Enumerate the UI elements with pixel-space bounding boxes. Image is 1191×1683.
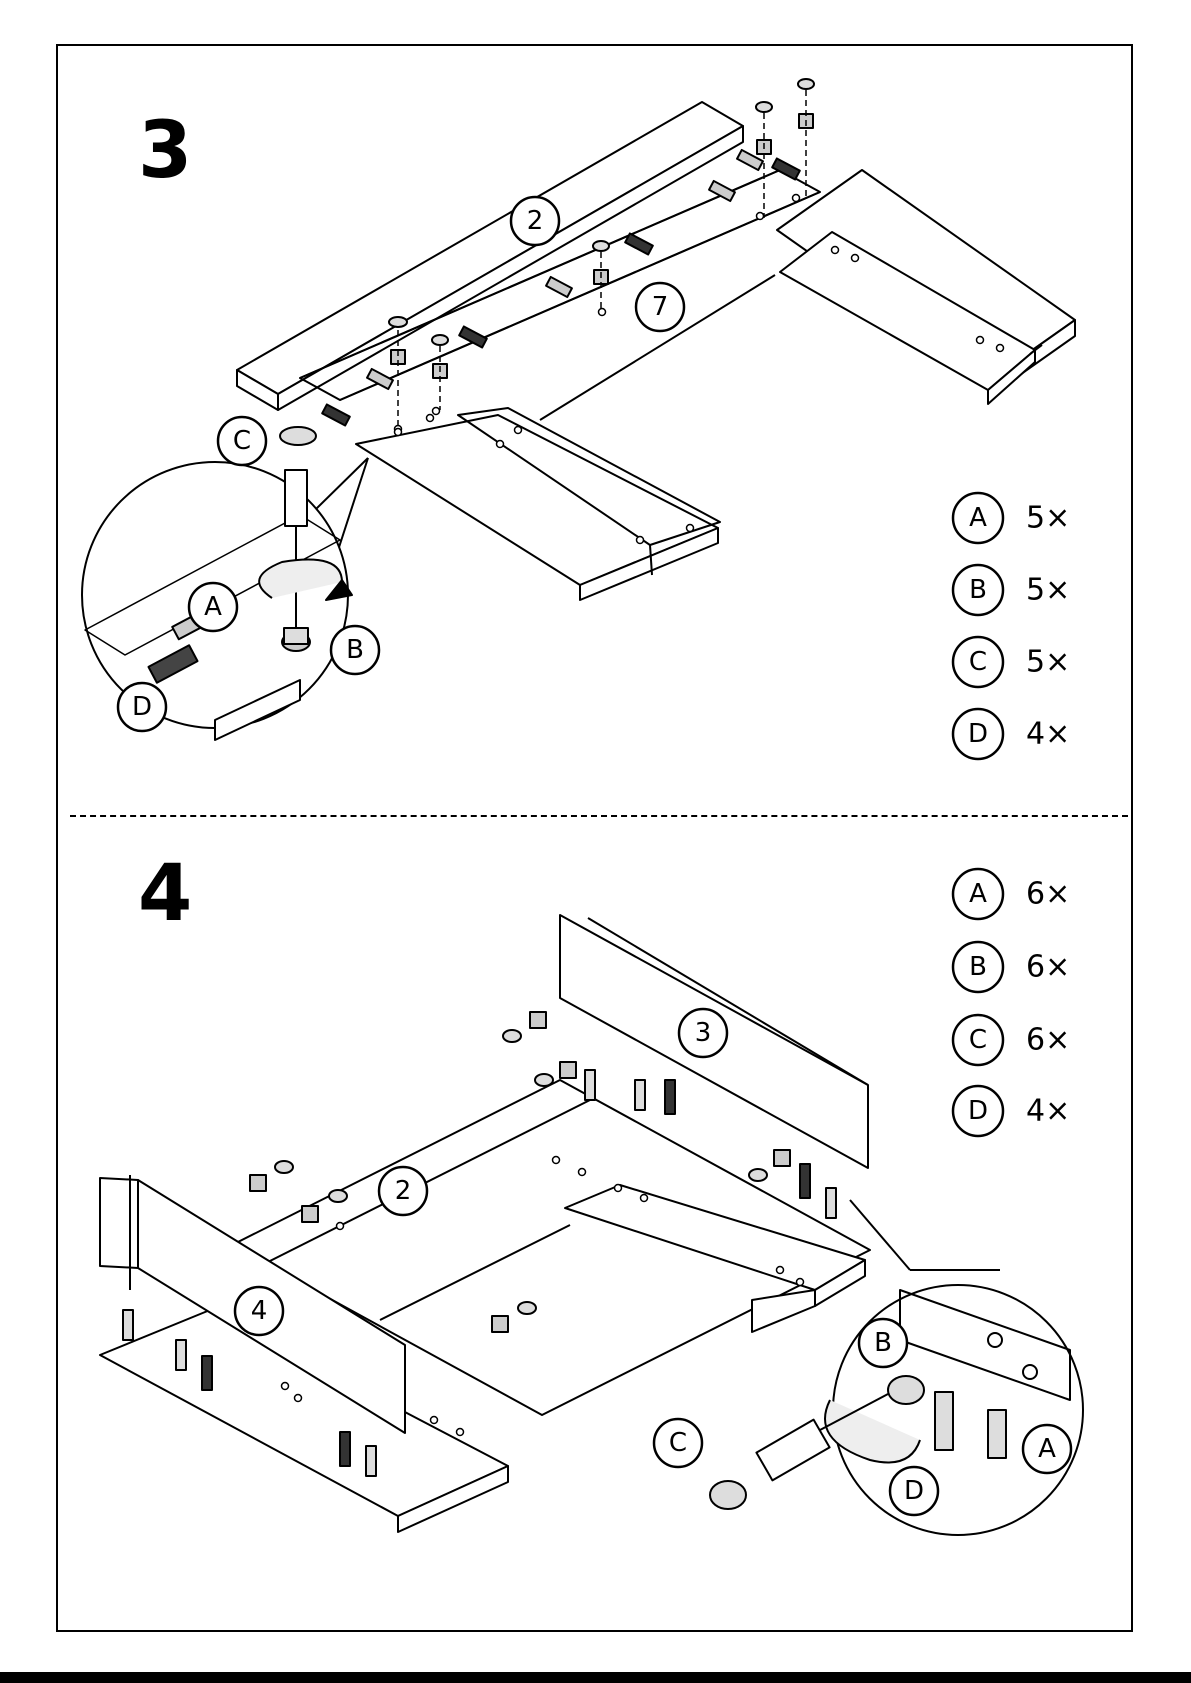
part-letter-a: A (969, 879, 987, 909)
detail-label-b: B (346, 635, 364, 665)
step-4-drawing (100, 915, 1083, 1535)
panel-label-3: 3 (695, 1018, 712, 1048)
part-qty-a: 5× (1026, 501, 1070, 536)
detail-label-a: A (204, 592, 222, 622)
part-letter-d: D (968, 719, 988, 749)
part-qty-b: 5× (1026, 573, 1070, 608)
part-qty-c: 6× (1026, 1023, 1070, 1058)
panel-label-4: 4 (251, 1296, 268, 1326)
detail-label-d: D (904, 1476, 924, 1506)
part-qty-a: 6× (1026, 877, 1070, 912)
part-letter-d: D (968, 1096, 988, 1126)
part-qty-d: 4× (1026, 717, 1070, 752)
detail-label-c: C (669, 1428, 687, 1458)
detail-label-c: C (233, 426, 251, 456)
panel-label-2: 2 (527, 206, 544, 236)
part-qty-d: 4× (1026, 1094, 1070, 1129)
part-qty-c: 5× (1026, 645, 1070, 680)
step-3-drawing (82, 79, 1075, 740)
part-letter-c: C (969, 647, 987, 677)
detail-label-b: B (874, 1328, 892, 1358)
detail-label-a: A (1038, 1434, 1056, 1464)
part-letter-a: A (969, 503, 987, 533)
panel-label-2: 2 (395, 1176, 412, 1206)
part-letter-b: B (969, 575, 987, 605)
part-qty-b: 6× (1026, 950, 1070, 985)
part-letter-c: C (969, 1025, 987, 1055)
part-letter-b: B (969, 952, 987, 982)
panel-label-7: 7 (652, 292, 669, 322)
detail-label-d: D (132, 692, 152, 722)
